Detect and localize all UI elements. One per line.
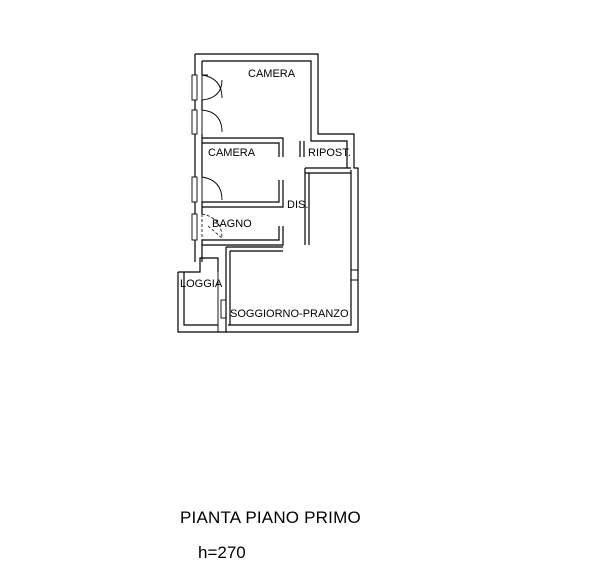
room-label-bagno: BAGNO [212,218,252,230]
room-label-soggiorno-pranzo: SOGGIORNO-PRANZO [230,308,349,320]
room-label-camera-1: CAMERA [248,68,296,80]
window-marks [191,74,198,241]
ceiling-height-note: h=270 [198,543,246,562]
door-arcs [201,74,223,240]
interior-walls [177,137,359,333]
plan-title: PIANTA PIANO PRIMO [180,508,361,527]
room-label-loggia: LOGGIA [180,278,223,290]
exterior-walls [194,53,359,333]
room-label-dis: DIS. [287,199,308,211]
room-label-ripost: RIPOST. [308,147,351,159]
room-label-camera-2: CAMERA [208,147,256,159]
